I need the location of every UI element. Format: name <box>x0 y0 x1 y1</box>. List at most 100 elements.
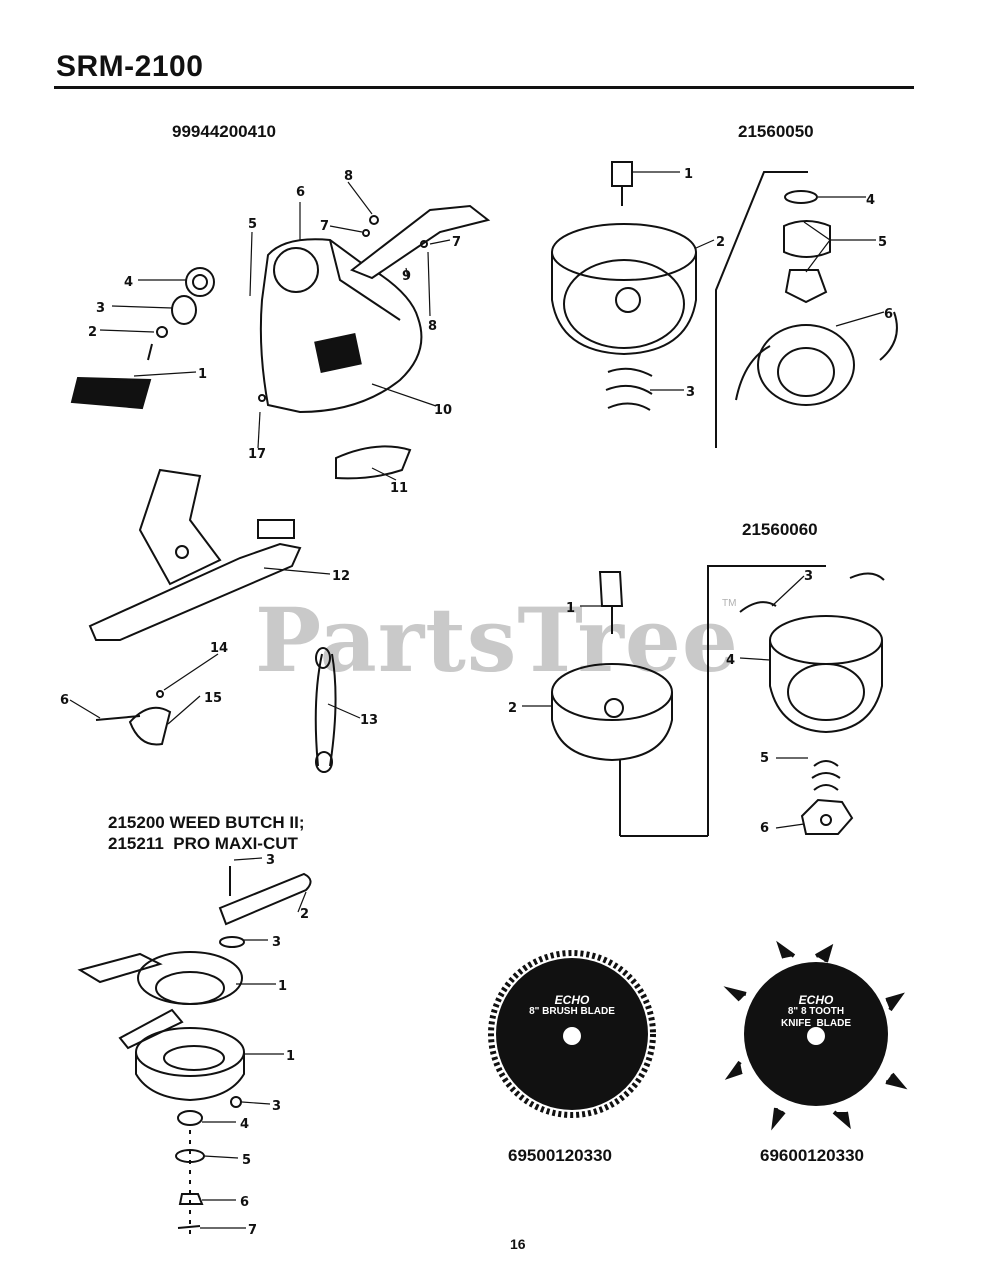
head-a-nut-5 <box>784 269 828 304</box>
weed-butch-assembly <box>77 866 312 1240</box>
callout-head-b-1: 1 <box>566 601 575 616</box>
shield-guard <box>259 238 423 414</box>
callout-head-b-2: 2 <box>508 701 517 716</box>
hanger-clamp-15 <box>128 706 172 746</box>
callout-shield-11: 11 <box>390 481 408 496</box>
shield-washer-3 <box>171 295 197 325</box>
head-a-housing-inner <box>563 259 685 349</box>
head-a-line <box>735 311 898 401</box>
callout-wb-7: 7 <box>248 1223 257 1238</box>
harness-buckle <box>257 519 295 539</box>
head-a-spool-inner <box>777 347 835 397</box>
leader-lines <box>69 171 885 1229</box>
harness-pad <box>138 468 222 586</box>
head-a-assembly <box>551 161 898 448</box>
head-a-spool-cap <box>783 220 831 258</box>
callout-shield-7b: 7 <box>452 235 461 250</box>
callout-shield-2: 2 <box>88 325 97 340</box>
head-b-housing-side <box>551 692 673 762</box>
callout-shield-8: 8 <box>344 169 353 184</box>
brush-blade-part-number: 69500120330 <box>508 1146 613 1165</box>
shield-bolt-1 <box>147 343 153 361</box>
callout-wb-3c: 3 <box>272 1099 281 1114</box>
shield-nut-4 <box>185 267 215 297</box>
weed-butch-line2: 215211 PRO MAXI-CUT <box>108 834 298 853</box>
head-b-spool-top <box>769 615 883 665</box>
knife-blade-label: ECHO 8" 8 TOOTH KNIFE BLADE <box>770 994 862 1030</box>
callout-shield-7: 7 <box>320 219 329 234</box>
callout-head-b-5: 5 <box>760 751 769 766</box>
head-b-spool-inner <box>787 663 865 721</box>
brush-blade-brand: ECHO <box>554 993 590 1007</box>
knife-blade-part-number: 69600120330 <box>760 1146 865 1165</box>
head-b-spring-5 <box>811 760 841 791</box>
wb-housing-bottom <box>135 1027 245 1077</box>
head-a-housing-top <box>551 223 697 281</box>
title-rule <box>54 86 914 89</box>
wb-housing-bottom-side <box>135 1052 245 1102</box>
harness-ring <box>175 545 189 559</box>
head-a-bracket-line <box>715 171 808 448</box>
knife-blade-teeth <box>723 940 908 1131</box>
knife-blade-arbor <box>807 1027 825 1045</box>
head-b-knob-6 <box>800 798 854 835</box>
head-b-knob-hole <box>820 814 832 826</box>
shield-label-11 <box>335 445 412 480</box>
head-a-housing-side <box>551 252 697 356</box>
callout-head-a-1: 1 <box>684 167 693 182</box>
callout-shield-10: 10 <box>434 403 452 418</box>
head-b-assembly <box>551 565 885 837</box>
brush-blade-arbor <box>563 1027 581 1045</box>
head-a-spool <box>757 324 855 406</box>
wb-housing-top-inner <box>155 971 225 1005</box>
head-a-bolt <box>611 161 633 187</box>
shield-screw-17 <box>258 394 266 402</box>
callout-wb-1: 1 <box>278 979 287 994</box>
callout-shield-17: 17 <box>248 447 266 462</box>
page-number: 16 <box>510 1236 526 1252</box>
knife-blade-text-2: KNIFE BLADE <box>781 1018 851 1029</box>
brush-blade-label: ECHO 8" BRUSH BLADE <box>522 994 622 1018</box>
callout-shield-15: 15 <box>204 691 222 706</box>
callout-wb-1b: 1 <box>286 1049 295 1064</box>
shield-screw-7 <box>362 229 370 237</box>
knife-blade <box>723 940 908 1131</box>
wb-housing-top <box>137 951 243 1005</box>
head-a-spring <box>605 367 653 411</box>
callout-shield-13: 13 <box>360 713 378 728</box>
hanger-nut-14 <box>156 690 164 698</box>
callout-wb-3b: 3 <box>272 935 281 950</box>
callout-shield-3: 3 <box>96 301 105 316</box>
callout-shield-6: 6 <box>296 185 305 200</box>
weed-butch-header: 215200 WEED BUTCH II; 215211 PRO MAXI-CU… <box>108 812 305 854</box>
callout-shield-14: 14 <box>210 641 228 656</box>
callout-wb-3: 3 <box>266 853 275 868</box>
callout-shield-12: 12 <box>332 569 350 584</box>
wb-nut-6 <box>178 1193 204 1205</box>
shield-bracket <box>349 204 491 280</box>
callout-head-a-2: 2 <box>716 235 725 250</box>
shield-screw-7b <box>420 240 428 248</box>
callout-head-b-3: 3 <box>804 569 813 584</box>
brush-blade-text: 8" BRUSH BLADE <box>529 1006 615 1017</box>
knife-blade-brand: ECHO <box>798 993 834 1007</box>
callout-wb-4: 4 <box>240 1117 249 1132</box>
hanger-strap-13 <box>314 653 337 767</box>
shield-hole <box>273 247 319 293</box>
callout-head-a-4: 4 <box>866 193 875 208</box>
head-a-part-number: 21560050 <box>738 122 814 141</box>
hanger-loop-bottom <box>315 751 333 773</box>
head-a-hub <box>615 287 641 313</box>
head-b-part-number: 21560060 <box>742 520 818 539</box>
head-b-bracket-line <box>619 565 826 836</box>
shield-part-number: 99944200410 <box>172 122 277 141</box>
hanger-bolt-6 <box>95 715 141 721</box>
callout-wb-2: 2 <box>300 907 309 922</box>
shield-decal <box>70 376 152 410</box>
callout-wb-6: 6 <box>240 1195 249 1210</box>
shield-assembly <box>70 204 491 773</box>
brush-blade-teeth <box>488 950 656 1118</box>
callout-head-b-4: 4 <box>726 653 735 668</box>
shoulder-harness <box>88 542 302 641</box>
